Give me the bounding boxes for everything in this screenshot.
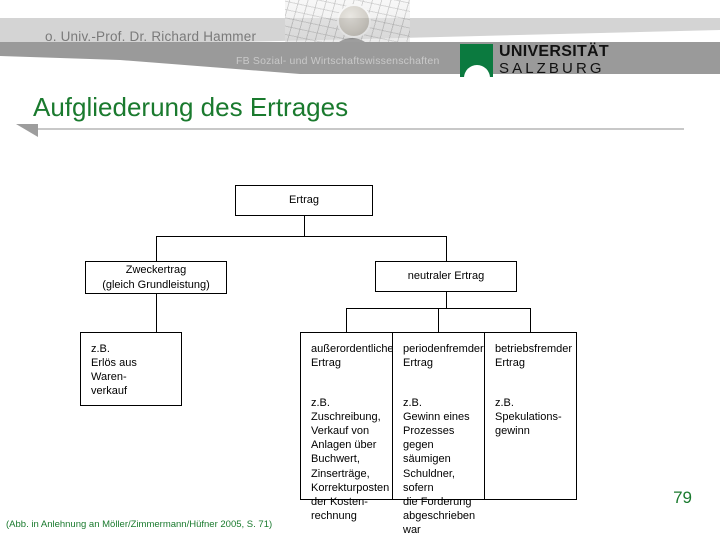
node-periodenfremder-examples: z.B. Gewinn eines Prozesses gegen säumig… (403, 396, 476, 537)
page-number: 79 (673, 488, 692, 507)
source-note: (Abb. in Anlehnung an Möller/Zimmermann/… (6, 519, 273, 530)
example-line: gewinn (495, 425, 530, 438)
heading-line1: außerordentlicher (311, 343, 398, 355)
example-line: die Forderung (403, 495, 472, 508)
example-line: Buchwert, (311, 453, 360, 466)
example-line: Zuschreibung, (311, 411, 381, 424)
node-neutraler-ertrag: neutraler Ertrag (375, 261, 517, 292)
node-zweckertrag-label-line1: Zweckertrag (125, 264, 187, 277)
connector-level2-bus (156, 236, 447, 237)
logo-mark-icon (460, 44, 493, 77)
example-line: Verkauf von (311, 425, 370, 438)
node-ausserordentlicher-ertrag: außerordentlicher Ertrag z.B. Zuschreibu… (300, 332, 398, 522)
example-line: Spekulations- (495, 411, 562, 424)
example-line: Zinserträge, (311, 467, 370, 480)
node-betriebsfremder-examples: z.B. Spekulations- gewinn (495, 396, 568, 438)
page-title: Aufgliederung des Ertrages (33, 92, 349, 122)
node-betriebsfremder-heading: betriebsfremder Ertrag (495, 342, 573, 370)
connector-to-neutraler-ertrag (446, 236, 447, 261)
example-line: z.B. (403, 397, 422, 410)
connector-to-ausserordentlicher (346, 308, 347, 332)
connector-to-betriebsfremder (530, 308, 531, 332)
example-line: gegen säumigen (403, 439, 451, 466)
heading-line1: periodenfremder (403, 343, 484, 355)
university-logo: UNIVERSITÄT SALZBURG (460, 44, 609, 77)
faculty-name: FB Sozial- und Wirtschaftswissenschaften (236, 55, 440, 67)
node-zweckertrag: Zweckertrag (gleich Grundleistung) (85, 261, 227, 294)
node-periodenfremder-ertrag: periodenfremder Ertrag z.B. Gewinn eines… (392, 332, 485, 536)
example-line: Gewinn eines (403, 411, 470, 424)
node-periodenfremder-heading: periodenfremder Ertrag (403, 342, 484, 370)
example-line: verkauf (91, 385, 128, 398)
building-medallion (337, 4, 371, 38)
heading-line2: Ertrag (495, 357, 525, 370)
title-divider (36, 128, 684, 130)
connector-root-down (304, 216, 305, 237)
example-line: z.B. (91, 343, 110, 355)
example-line: der Kosten- (311, 495, 368, 508)
node-ertrag: Ertrag (235, 185, 373, 216)
example-line: z.B. (495, 397, 514, 410)
example-line: z.B. (311, 397, 330, 410)
example-line: Erlös aus (91, 357, 137, 370)
heading-line1: betriebsfremder (495, 343, 573, 355)
example-line: Korrekturposten (311, 481, 390, 494)
connector-neutraler-down (446, 292, 447, 308)
node-erloes-examples: z.B. Erlös aus Waren- verkauf (91, 342, 173, 398)
node-erloes-aus-warenverkauf: z.B. Erlös aus Waren- verkauf (80, 332, 182, 406)
connector-zweckertrag-down (156, 294, 157, 332)
heading-line2: Ertrag (311, 357, 341, 370)
example-line: Prozesses (403, 425, 455, 438)
node-ausserordentlicher-examples: z.B. Zuschreibung, Verkauf von Anlagen ü… (311, 396, 390, 523)
node-ertrag-label: Ertrag (289, 194, 319, 207)
example-line: Waren- (91, 371, 127, 384)
node-ausserordentlicher-heading: außerordentlicher Ertrag (311, 342, 398, 370)
example-line: abgeschrieben (403, 509, 476, 522)
example-line: Schuldner, sofern (403, 467, 455, 494)
node-neutraler-ertrag-label: neutraler Ertrag (407, 270, 485, 283)
node-zweckertrag-label-line2: (gleich Grundleistung) (102, 278, 210, 291)
node-betriebsfremder-ertrag: betriebsfremder Ertrag z.B. Spekulations… (484, 332, 577, 500)
connector-to-zweckertrag (156, 236, 157, 261)
logo-line-salzburg: SALZBURG (499, 60, 605, 78)
heading-line2: Ertrag (403, 357, 433, 370)
professor-name: o. Univ.-Prof. Dr. Richard Hammer (45, 29, 257, 44)
example-line: rechnung (311, 509, 357, 522)
connector-to-periodenfremder (438, 308, 439, 332)
logo-wordmark: UNIVERSITÄT SALZBURG (499, 44, 609, 76)
logo-line-universitaet: UNIVERSITÄT (499, 43, 609, 61)
example-line: Anlagen über (311, 439, 377, 452)
example-line: war (403, 523, 421, 536)
